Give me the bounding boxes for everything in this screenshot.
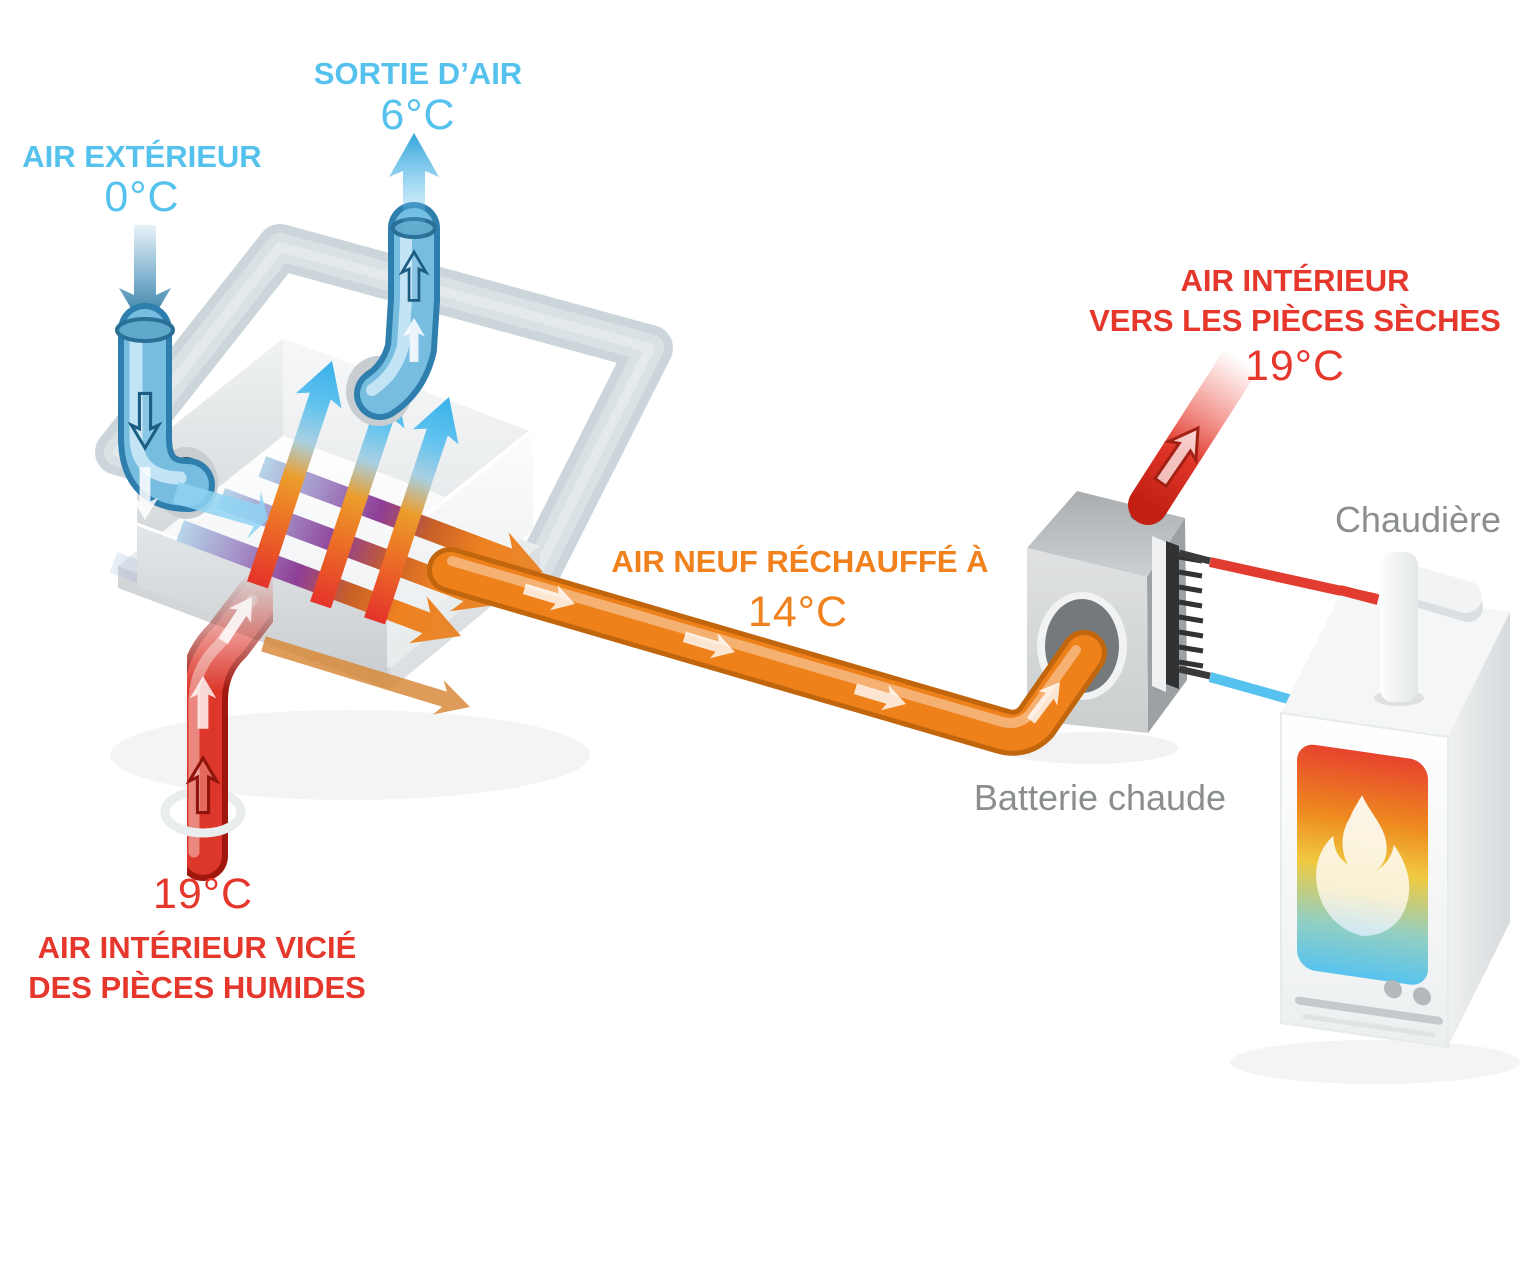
up-arrow-white-icon bbox=[218, 597, 252, 645]
flow-arrow-white-icon bbox=[853, 683, 906, 711]
stale-air-inlet-pipe bbox=[160, 565, 291, 881]
coil-fins bbox=[1178, 554, 1204, 669]
front-exit-arrow-icon bbox=[261, 636, 470, 715]
label-batterie-chaude: Batterie chaude bbox=[974, 777, 1226, 818]
cold-air-spread-arrow-icon bbox=[172, 481, 268, 539]
boiler-vent-shadow bbox=[1302, 1013, 1436, 1038]
diagram-labels: SORTIE D’AIR 6°C AIR EXTÉRIEUR 0°C AIR I… bbox=[22, 56, 1501, 1005]
label-air-vicie-temp: 19°C bbox=[153, 870, 253, 918]
label-air-interieur-subtitle: VERS LES PIÈCES SÈCHES bbox=[1089, 303, 1501, 338]
label-air-vicie-subtitle: DES PIÈCES HUMIDES bbox=[28, 970, 366, 1005]
air-outlet-pipe bbox=[346, 133, 440, 426]
fresh-air-inlet-pipe bbox=[115, 225, 268, 539]
supply-air-pipe bbox=[1128, 345, 1258, 525]
label-chaudiere: Chaudière bbox=[1335, 499, 1501, 540]
cold-air-down-arrow-icon bbox=[119, 225, 171, 332]
floor-collar-front-arc bbox=[160, 811, 246, 838]
up-arrow-outline-icon bbox=[398, 249, 430, 302]
up-arrow-outline-icon bbox=[1152, 425, 1200, 489]
flow-arrow-white-icon bbox=[1026, 682, 1060, 724]
label-air-exterieur-temp: 0°C bbox=[104, 173, 179, 221]
boiler-indicator-dot bbox=[1413, 987, 1431, 1006]
label-air-neuf-temp: 14°C bbox=[748, 588, 848, 636]
label-air-neuf-title: AIR NEUF RÉCHAUFFÉ À bbox=[611, 544, 988, 579]
boiler-side bbox=[1448, 612, 1510, 1047]
label-sortie-air-temp: 6°C bbox=[380, 91, 455, 139]
exhaust-up-arrow-icon bbox=[389, 133, 439, 238]
coil-bar bbox=[1166, 541, 1179, 689]
exchanger-shadow bbox=[110, 710, 590, 800]
return-water-line bbox=[1208, 672, 1294, 705]
up-arrow-white-icon bbox=[403, 318, 425, 362]
label-air-exterieur-title: AIR EXTÉRIEUR bbox=[22, 139, 261, 174]
warm-air-duct bbox=[427, 547, 1107, 756]
label-sortie-air-title: SORTIE D’AIR bbox=[314, 56, 522, 91]
cooling-air-arrow-icon bbox=[247, 360, 342, 589]
boiler-chimney bbox=[1374, 552, 1483, 706]
down-arrow-white-icon bbox=[131, 467, 159, 520]
coil-backplate bbox=[1152, 536, 1166, 692]
exchanger-crossflow-arrows bbox=[176, 360, 543, 715]
boiler-vent-line bbox=[1295, 996, 1443, 1025]
flow-arrow-white-icon bbox=[522, 583, 575, 611]
boiler-indicator-dot bbox=[1384, 980, 1402, 999]
label-air-interieur-title: AIR INTÉRIEUR bbox=[1180, 263, 1409, 298]
cooling-air-arrow-icon bbox=[364, 396, 459, 625]
label-air-interieur-temp: 19°C bbox=[1245, 342, 1345, 390]
down-arrow-outline-icon bbox=[127, 391, 163, 452]
flame-icon bbox=[1316, 795, 1410, 936]
boiler-panel-group bbox=[1295, 744, 1443, 1038]
cooling-air-arrow-icon bbox=[310, 380, 405, 609]
hot-water-line-over-top bbox=[1338, 585, 1380, 605]
inlet-pipe-opening bbox=[115, 317, 175, 343]
up-arrow-outline-icon bbox=[185, 754, 221, 815]
flow-arrow-white-icon bbox=[682, 631, 735, 659]
label-air-vicie-title: AIR INTÉRIEUR VICIÉ bbox=[38, 930, 357, 965]
boiler bbox=[1230, 552, 1520, 1084]
up-arrow-white-icon bbox=[189, 676, 217, 729]
